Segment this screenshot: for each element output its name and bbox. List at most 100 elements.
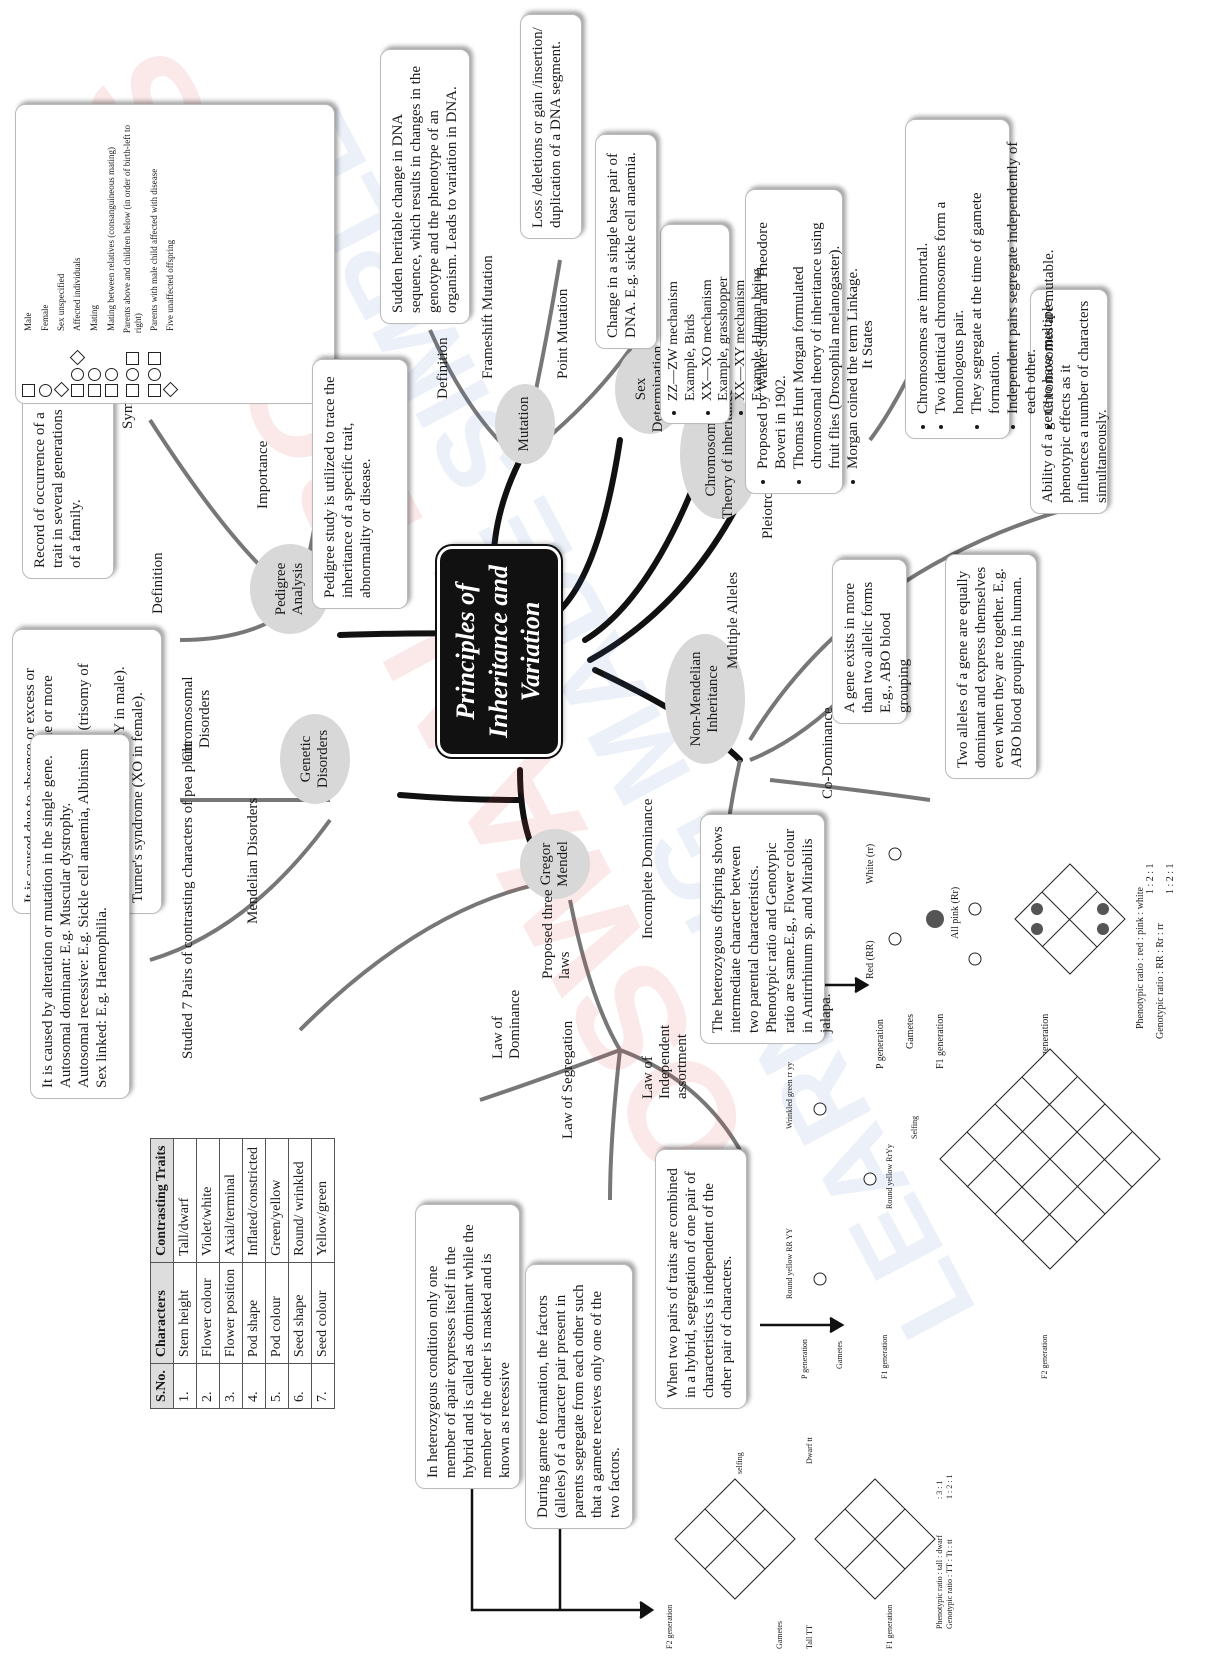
text-frameshift: Loss /deletions or gain /insertion/ dupl… — [529, 25, 565, 228]
text-all-pink: All pink (Rr) — [950, 887, 961, 939]
table-cell: 6. — [289, 1364, 312, 1409]
dihybrid-diagram — [780, 999, 1220, 1379]
text-mono-gametes: Gametes — [775, 1621, 784, 1649]
pedigree-symbol-row: Five unaffected offspring — [165, 111, 176, 397]
text-dwarf: Dwarf tt — [805, 1437, 814, 1464]
table-cell: Yellow/green — [312, 1139, 335, 1262]
box-point-mutation: Change in a single base pair of DNA. E.g… — [595, 134, 657, 349]
text-wrinkled-green: Wrinkled green rr yy — [785, 1062, 794, 1129]
monohybrid-cross: Tall TT Dwarf tt Gametes F1 generation s… — [655, 1419, 955, 1649]
pedigree-symbol-icon — [105, 337, 118, 397]
label-incomplete-dominance: Incomplete Dominance — [640, 799, 657, 939]
table-cell: Round/ wrinkled — [289, 1139, 312, 1262]
list-item: XX—XO mechanism Example, grasshopper — [700, 233, 734, 401]
text-genotypic-nums: 1 : 2 : 1 — [1165, 863, 1176, 894]
text-white-rr: White (rr) — [865, 844, 876, 884]
pedigree-symbol-row: Female — [39, 111, 52, 397]
pedigree-symbol-row: Parents with male child affected with di… — [148, 111, 161, 397]
text-dihybrid-gametes: Gametes — [835, 1341, 844, 1369]
node-genetic-disorders: Genetic Disorders — [280, 714, 350, 804]
text-mono-genotypic: Genotypic ratio : TT : Tt : tt — [945, 1539, 954, 1629]
box-it-states: Chromosomes are immortal.Two identical c… — [905, 119, 1010, 439]
text-pedigree-importance: Pedigree study is utilized to trace the … — [321, 370, 375, 598]
text-co-dominance: Two alleles of a gene are equally domina… — [954, 565, 1026, 768]
node-mutation: Mutation — [495, 384, 555, 464]
pedigree-symbol-row: Parents above and children below (in ord… — [122, 111, 144, 397]
label-law-of-dominance: Law of Dominance — [490, 969, 524, 1059]
text-dihybrid-selfing: Selfing — [910, 1116, 919, 1139]
text-law-independent: When two pairs of traits are combined in… — [664, 1160, 736, 1398]
center-title: Principles of Inheritance and Variation — [440, 549, 558, 754]
box-pedigree-definition: Record of occurrence of a trait in sever… — [22, 384, 114, 579]
table-cell: Stem height — [174, 1262, 197, 1363]
text-phenotypic-nums: 1 : 2 : 1 — [1145, 863, 1156, 894]
box-mutation-definition: Sudden heritable change in DNA sequence,… — [380, 49, 470, 324]
table-cell: 3. — [220, 1364, 243, 1409]
table-header-cell: Characters — [151, 1262, 174, 1363]
text-mono-phenotypic: Phenotypic ratio : tall : dwarf — [935, 1535, 944, 1629]
pedigree-symbol-row: Mating between relatives (consanguineous… — [105, 111, 118, 397]
list-item: Chromosomes are immortal. — [914, 130, 932, 414]
pedigree-symbol-label: Parents with male child affected with di… — [149, 169, 160, 331]
box-law-dominance: In heterozygous condition only one membe… — [415, 1204, 520, 1489]
pedigree-symbol-row: Affected individuals — [71, 111, 84, 397]
pedigree-symbol-icon — [148, 337, 161, 397]
label-law-of-independent-assortment: Law of Independent assortment — [640, 979, 691, 1099]
table-cell: Inflated/constricted — [243, 1139, 266, 1262]
text-mono-gen-nums: 1 : 2 : 1 — [945, 1475, 954, 1499]
pedigree-symbol-icon — [88, 337, 101, 397]
text-dihybrid-p: P generation — [800, 1339, 809, 1379]
text-point-mutation: Change in a single base pair of DNA. E.g… — [604, 145, 640, 338]
box-mendelian-disorders: It is caused by alteration or mutation i… — [30, 734, 130, 1099]
label-law-of-segregation: Law of Segregation — [560, 1021, 577, 1139]
table-cell: 1. — [174, 1364, 197, 1409]
text-mendelian-disorders: It is caused by alteration or mutation i… — [39, 745, 111, 1088]
dihybrid-cross: P generation Round yellow RR YY Wrinkled… — [780, 999, 1220, 1379]
label-definition-pedigree: Definition — [150, 552, 167, 614]
sex-determination-list: ZZ—ZW mechanism Example, BirdsXX—XO mech… — [666, 233, 767, 415]
table-cell: Axial/terminal — [220, 1139, 243, 1262]
pedigree-symbol-icon — [165, 337, 176, 397]
label-mendelian-disorders: Mendelian Disorders — [245, 798, 262, 924]
table-cell: Pod shape — [243, 1262, 266, 1363]
box-co-dominance: Two alleles of a gene are equally domina… — [945, 554, 1037, 779]
table-cell: 7. — [312, 1364, 335, 1409]
table-header-cell: S.No. — [151, 1364, 174, 1409]
label-definition-mutation: Definition — [435, 337, 452, 399]
pedigree-symbol-icon — [126, 339, 139, 397]
table-cell: 4. — [243, 1364, 266, 1409]
text-dihybrid-f2: F2 generation — [1040, 1335, 1049, 1379]
box-law-segregation: During gamete formation, the factors (al… — [525, 1264, 633, 1529]
table-cell: Green/yellow — [266, 1139, 289, 1262]
list-item: Two identical chromosomes form a homolog… — [932, 130, 968, 414]
label-studied-7-pairs: Studied 7 Pairs of contrasting character… — [180, 742, 197, 1059]
pedigree-symbol-row: Sex unspecified — [56, 111, 67, 397]
text-law-segregation: During gamete formation, the factors (al… — [534, 1275, 624, 1518]
text-mono-f2: F2 generation — [665, 1605, 674, 1649]
box-frameshift: Loss /deletions or gain /insertion/ dupl… — [520, 14, 582, 239]
list-item: Thomas Hunt Morgan formulated chromosoma… — [790, 200, 844, 469]
text-mutation-definition: Sudden heritable change in DNA sequence,… — [389, 60, 461, 313]
list-item: Morgan coined the term Linkage. — [844, 200, 862, 469]
list-item: Independent pairs segregate independentl… — [1004, 130, 1040, 414]
it-states-list: Chromosomes are immortal.Two identical c… — [914, 130, 1058, 428]
pedigree-symbol-row: Mating — [88, 111, 101, 397]
pedigree-symbol-label: Affected individuals — [72, 257, 83, 331]
table-cell: Seed shape — [289, 1262, 312, 1363]
box-law-independent: When two pairs of traits are combined in… — [655, 1149, 747, 1409]
box-pedigree-importance: Pedigree study is utilized to trace the … — [312, 359, 408, 609]
box-multiple-alleles: A gene exists in more than two allelic f… — [832, 559, 907, 724]
pedigree-symbol-label: Mating — [89, 305, 100, 331]
table-cell: Pod colour — [266, 1262, 289, 1363]
list-item: XX—XY mechanism Example, Human being — [733, 233, 767, 401]
box-sex-determination: ZZ—ZW mechanism Example, BirdsXX—XO mech… — [660, 224, 730, 424]
list-item: They segregate at the time of gamete for… — [968, 130, 1004, 414]
label-point-mutation: Point Mutation — [555, 289, 572, 379]
text-mono-selfing: selfing — [735, 1452, 744, 1474]
label-proposed-three-laws: Proposed three laws — [540, 889, 574, 979]
